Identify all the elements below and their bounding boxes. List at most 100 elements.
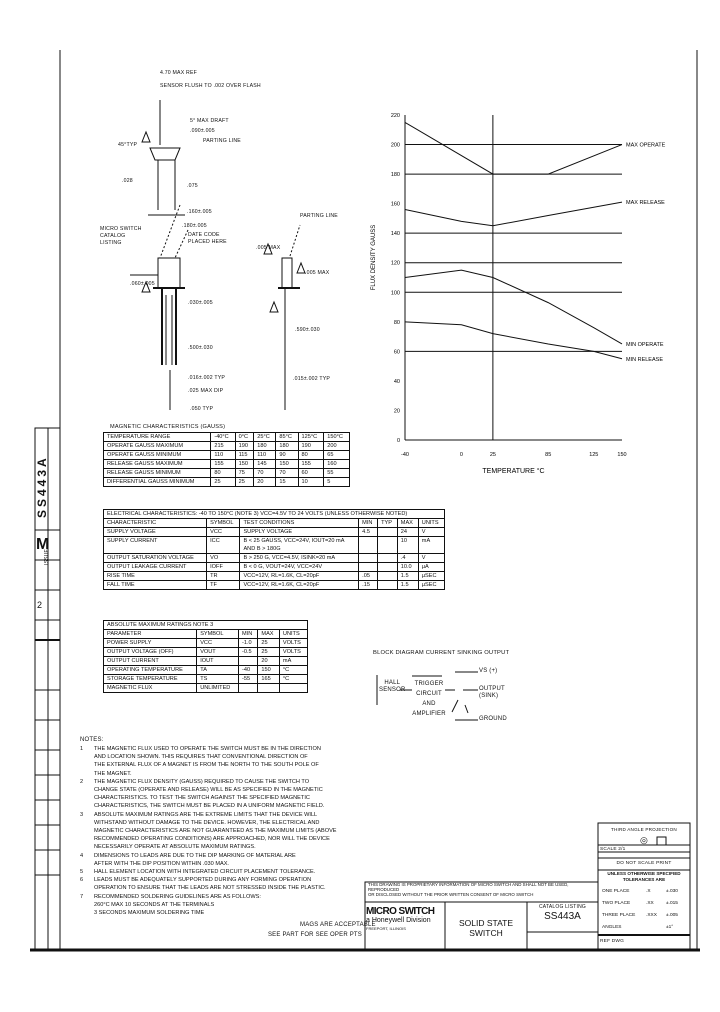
dimension-label: .180±.005 xyxy=(182,223,207,229)
table-cell: RISE TIME xyxy=(102,571,208,581)
note-text: RECOMMENDED SOLDERING GUIDELINES ARE AS … xyxy=(94,893,261,900)
table-cell xyxy=(237,683,259,693)
part-number-vertical: SS443A xyxy=(35,440,49,520)
table-cell: 190 xyxy=(234,441,255,451)
table-cell xyxy=(358,562,379,572)
table-cell: 60 xyxy=(297,468,325,478)
table-title: ABSOLUTE MAXIMUM RATINGS NOTE 3 xyxy=(103,620,308,630)
table-cell: 200 xyxy=(323,441,350,451)
column-header: -40°C xyxy=(210,432,236,442)
table-cell: 1.5 xyxy=(396,571,419,581)
dimension-label: .590±.030 xyxy=(295,327,320,333)
table-cell: 80 xyxy=(297,450,325,460)
table-cell: -0.5 xyxy=(237,647,259,657)
column-header: TEST CONDITIONS xyxy=(239,518,360,528)
column-header: PARAMETER xyxy=(102,629,198,639)
table-cell: 150 xyxy=(275,459,299,469)
dimension-label: .500±.030 xyxy=(188,345,213,351)
dimension-label: PARTING LINE xyxy=(300,213,338,219)
column-header: MAX xyxy=(396,518,419,528)
dimension-label: .005 MAX xyxy=(256,245,281,251)
column-header: 25°C xyxy=(253,432,277,442)
table-cell: 4.5 xyxy=(358,527,379,537)
table-cell: 150 xyxy=(234,459,255,469)
table-cell xyxy=(377,527,398,537)
table-cell xyxy=(396,545,419,554)
dimension-label: .015±.002 TYP xyxy=(293,376,331,382)
note-line: THE MAGNET. xyxy=(80,770,337,778)
table-cell: OPERATE GAUSS MAXIMUM xyxy=(102,441,212,451)
table-cell: STORAGE TEMPERATURE xyxy=(102,674,198,684)
table-cell: 70 xyxy=(275,468,299,478)
note-marker-icon: 7 xyxy=(80,893,84,900)
column-header: UNITS xyxy=(417,518,446,528)
column-header: MIN xyxy=(358,518,379,528)
table-cell: 25 xyxy=(210,477,236,487)
dimension-label: PARTING LINE xyxy=(203,138,241,144)
note-line: AND LOCATION SHOWN. THIS REQUIRES THAT C… xyxy=(80,753,337,761)
note-line: WITHSTAND WITHOUT DAMAGE TO THE DEVICE. … xyxy=(80,819,337,827)
table-cell: OUTPUT VOLTAGE (OFF) xyxy=(102,647,198,657)
table-cell: 25 xyxy=(257,647,280,657)
y-tick-label: 180 xyxy=(391,172,400,178)
column-header: TYP xyxy=(377,518,398,528)
table-cell: .4 xyxy=(396,553,419,563)
note-text: RECOMMENDED OPERATING CONDITIONS) ARE AP… xyxy=(94,836,330,843)
table-cell: 70 xyxy=(253,468,277,478)
table-cell: 55 xyxy=(323,468,350,478)
note-line: 7 RECOMMENDED SOLDERING GUIDELINES ARE AS… xyxy=(80,893,337,901)
table-cell: 145 xyxy=(253,459,277,469)
table-cell: SUPPLY VOLTAGE xyxy=(239,527,360,537)
table-cell: 25 xyxy=(234,477,255,487)
table-cell: OUTPUT SATURATION VOLTAGE xyxy=(102,553,208,563)
table-cell: 25 xyxy=(257,638,280,648)
do-not-scale-label: DO NOT SCALE PRINT xyxy=(616,861,672,866)
column-header: 150°C xyxy=(323,432,350,442)
table-cell: TR xyxy=(206,571,241,581)
note-text: 3 SECONDS MAXIMUM SOLDERING TIME xyxy=(94,910,205,917)
table-cell: RELEASE GAUSS MINIMUM xyxy=(102,468,212,478)
table-cell: VOLTS xyxy=(278,647,309,657)
note-line: THE EXTERNAL FLUX OF A MAGNET IS FROM TH… xyxy=(80,761,337,769)
sheet-part-number: SS443A xyxy=(35,455,49,518)
column-header: SYMBOL xyxy=(206,518,241,528)
table-cell xyxy=(257,683,280,693)
series-line xyxy=(404,201,623,227)
column-header: UNITS xyxy=(278,629,309,639)
table-cell: 15 xyxy=(275,477,299,487)
table-cell: VCC=12V, RL=1.6K, CL=20pF xyxy=(239,580,360,590)
column-header: MIN xyxy=(237,629,259,639)
table-cell: DIFFERENTIAL GAUSS MINIMUM xyxy=(102,477,212,487)
note-text: NECESSARILY OPERATE AT ABSOLUTE MAXIMUM … xyxy=(94,844,256,851)
y-tick-label: 140 xyxy=(391,231,400,237)
table-cell xyxy=(377,536,398,545)
dimension-label: .005 MAX xyxy=(305,270,330,276)
x-tick-label: 125 xyxy=(589,452,598,458)
table-cell xyxy=(237,656,259,666)
note-line: CHARACTERISTICS, THE SWITCH MUST BE PLAC… xyxy=(80,802,337,810)
table-cell xyxy=(377,545,398,554)
table-cell: µSEC xyxy=(417,571,446,581)
note-line: MAGNETIC CHARACTERISTICS ARE NOT GUARANT… xyxy=(80,827,337,835)
dimension-label: 4.70 MAX REF xyxy=(160,70,197,76)
x-tick-label: 0 xyxy=(460,452,463,458)
table-cell: SUPPLY CURRENT xyxy=(102,536,208,545)
table-cell: .05 xyxy=(358,571,379,581)
note-marker-icon: 6 xyxy=(80,877,84,884)
